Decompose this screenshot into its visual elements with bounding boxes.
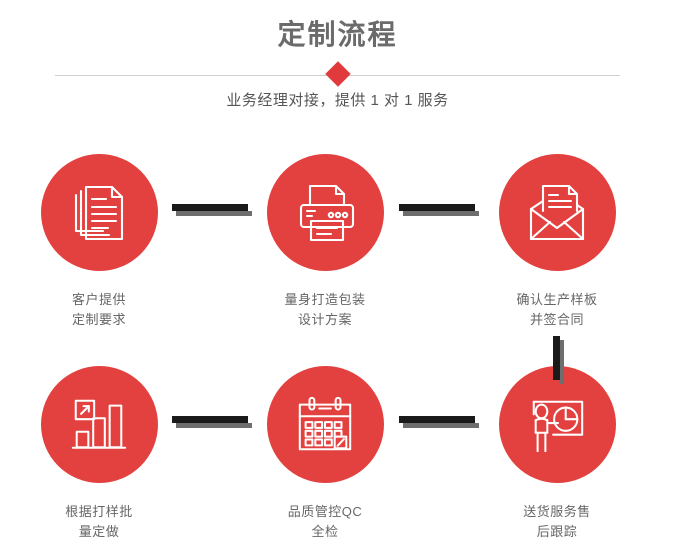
flow-step-1-circle — [40, 154, 158, 271]
bar-chart-growth-icon — [68, 394, 130, 456]
flow-step-4-circle — [40, 366, 158, 483]
connector-bar — [553, 336, 560, 380]
flow-step-4-caption: 根据打样批 量定做 — [24, 502, 174, 542]
printer-icon — [293, 181, 357, 245]
presenter-pie-chart-icon — [526, 394, 588, 456]
flow-step-5-caption-line1: 品质管控QC — [287, 504, 363, 519]
flow-step-3-caption: 确认生产样板 并签合同 — [482, 290, 632, 330]
title-divider — [0, 61, 675, 90]
connector-shadow — [176, 423, 252, 428]
diamond-marker-icon — [324, 61, 351, 87]
flow-step-6-caption-line2: 后跟踪 — [536, 524, 578, 539]
connector-step1-step2 — [172, 204, 252, 216]
documents-stack-icon — [67, 181, 131, 245]
envelope-document-icon — [525, 181, 589, 245]
connector-shadow — [176, 211, 252, 216]
page-header: 定制流程 业务经理对接，提供 1 对 1 服务 — [0, 0, 675, 130]
connector-step2-step3 — [399, 204, 479, 216]
connector-step3-step6 — [553, 336, 564, 384]
flow-step-2-caption: 量身打造包装 设计方案 — [250, 290, 400, 330]
connector-bar — [399, 204, 475, 211]
connector-shadow — [403, 423, 479, 428]
connector-shadow — [403, 211, 479, 216]
flow-step-2-caption-line1: 量身打造包装 — [284, 292, 366, 307]
flow-step-5-caption-line2: 全检 — [311, 524, 339, 539]
flow-step-6[interactable]: 送货服务售 后跟踪 — [482, 366, 632, 542]
connector-step5-step6 — [399, 416, 479, 428]
page-title: 定制流程 — [277, 19, 398, 50]
calendar-check-icon — [294, 394, 356, 456]
flow-step-2-caption-line2: 设计方案 — [297, 312, 352, 327]
flow-step-1-caption-line2: 定制要求 — [71, 312, 126, 327]
flow-step-3-circle — [498, 154, 616, 271]
flow-step-5[interactable]: 品质管控QC 全检 — [250, 366, 400, 542]
flow-step-1-caption: 客户提供 定制要求 — [24, 290, 174, 330]
flow-step-6-caption-line1: 送货服务售 — [523, 504, 591, 519]
connector-bar — [172, 204, 248, 211]
flow-step-3-caption-line2: 并签合同 — [529, 312, 584, 327]
flow-step-1[interactable]: 客户提供 定制要求 — [24, 154, 174, 330]
connector-bar — [172, 416, 248, 423]
flow-step-5-caption: 品质管控QC 全检 — [250, 502, 400, 542]
flow-step-3[interactable]: 确认生产样板 并签合同 — [482, 154, 632, 330]
flow-step-5-circle — [266, 366, 384, 483]
flow-step-3-caption-line1: 确认生产样板 — [516, 292, 598, 307]
connector-step4-step5 — [172, 416, 252, 428]
connector-bar — [399, 416, 475, 423]
flow-step-4-caption-line1: 根据打样批 — [65, 504, 133, 519]
connector-shadow — [560, 340, 564, 384]
flow-step-2-circle — [266, 154, 384, 271]
flow-step-6-caption: 送货服务售 后跟踪 — [482, 502, 632, 542]
flow-step-4-caption-line2: 量定做 — [78, 524, 120, 539]
flow-step-6-circle — [498, 366, 616, 483]
flow-step-1-caption-line1: 客户提供 — [71, 292, 126, 307]
flow-step-4[interactable]: 根据打样批 量定做 — [24, 366, 174, 542]
page-subtitle: 业务经理对接，提供 1 对 1 服务 — [226, 92, 449, 109]
flow-step-2[interactable]: 量身打造包装 设计方案 — [250, 154, 400, 330]
process-flow-diagram: 客户提供 定制要求 — [0, 140, 675, 550]
